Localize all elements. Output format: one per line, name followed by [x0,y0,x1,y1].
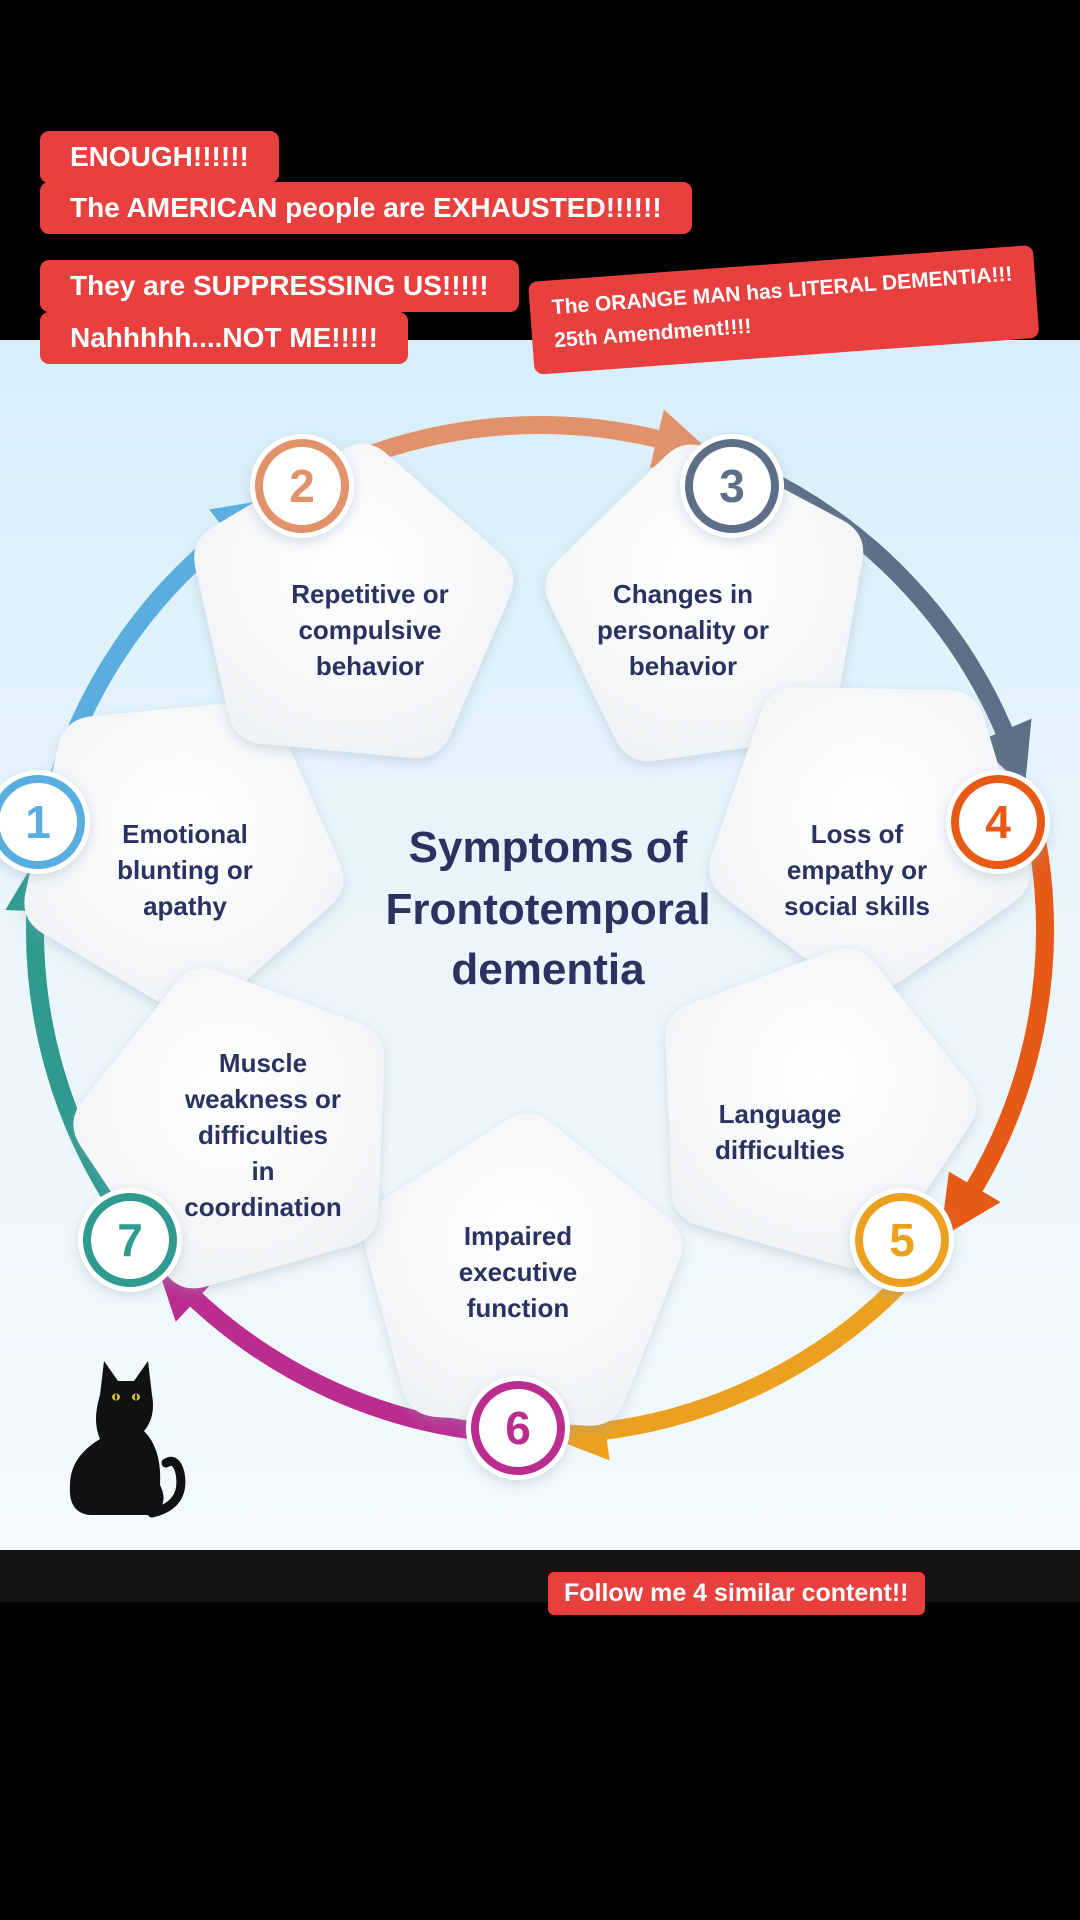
step-7-label-line: difficulties [198,1120,328,1150]
cycle-arc-5 [595,1265,919,1441]
step-1-label-line: Emotional [122,819,248,849]
step-number-1: 1 [25,796,51,848]
step-4-label-line: empathy or [787,855,927,885]
step-7-label-line: Muscle [219,1048,307,1078]
step-7-label-line: coordination [184,1192,341,1222]
step-3-label-line: personality or [597,615,769,645]
step-2-label-line: behavior [316,651,424,681]
diagram-title-line: dementia [451,945,645,994]
step-3-label-line: Changes in [613,579,753,609]
caption-enough: ENOUGH!!!!!! [40,131,279,183]
cycle-arrowhead-4 [940,1171,1001,1238]
step-card-4 [709,686,1030,997]
step-number-6: 6 [505,1402,531,1454]
cycle-arc-4 [962,829,1054,1200]
caption-exhausted: The AMERICAN people are EXHAUSTED!!!!!! [40,182,692,234]
diagram-title-line: Frontotemporal [385,885,710,934]
step-number-3: 3 [719,460,745,512]
cycle-arrowhead-3 [976,718,1032,789]
step-5-label-line: Language [719,1099,842,1129]
step-2-label-line: compulsive [298,615,441,645]
step-5-label-line: difficulties [715,1135,845,1165]
step-badge-ring-4 [951,775,1045,869]
caption-not-me: Nahhhhh....NOT ME!!!!! [40,312,408,364]
step-badge-ring-5 [855,1193,949,1287]
step-badges: 1 2 3 4 5 6 7 [0,434,1050,1480]
cycle-arc-7 [26,901,135,1226]
step-6-label-line: executive [459,1257,578,1287]
step-7-label-line: weakness or [184,1084,341,1114]
step-card-6 [362,1113,683,1426]
step-number-2: 2 [289,460,315,512]
step-card-1 [24,701,344,1017]
step-number-4: 4 [985,796,1011,848]
step-6-label-line: Impaired [464,1221,572,1251]
step-badge-ring-3 [685,439,779,533]
step-6-label-line: function [467,1293,570,1323]
step-7-label-line: in [251,1156,274,1186]
step-number-7: 7 [117,1214,143,1266]
step-number-5: 5 [889,1214,915,1266]
caption-suppressing: They are SUPPRESSING US!!!!! [40,260,519,312]
cycle-arc-3 [752,465,1016,743]
cycle-arc-6 [183,1287,501,1443]
follow-caption: Follow me 4 similar content!! [548,1572,925,1615]
step-1-label-line: blunting or [117,855,253,885]
diagram-title-line: Symptoms of [409,823,688,872]
step-card-3 [545,444,864,762]
step-3-label-line: behavior [629,651,737,681]
step-badge-ring-2 [255,439,349,533]
step-1-label-line: apathy [143,891,227,921]
step-badge-ring-6 [471,1381,565,1475]
black-cat-icon [69,1361,186,1518]
step-badge-ring-7 [83,1193,177,1287]
step-badge-ring-1 [0,775,85,869]
step-4-label-line: social skills [784,891,930,921]
step-2-label-line: Repetitive or [291,579,449,609]
step-4-label-line: Loss of [811,819,904,849]
diagram-title: Symptoms of Frontotemporal dementia [385,823,710,994]
